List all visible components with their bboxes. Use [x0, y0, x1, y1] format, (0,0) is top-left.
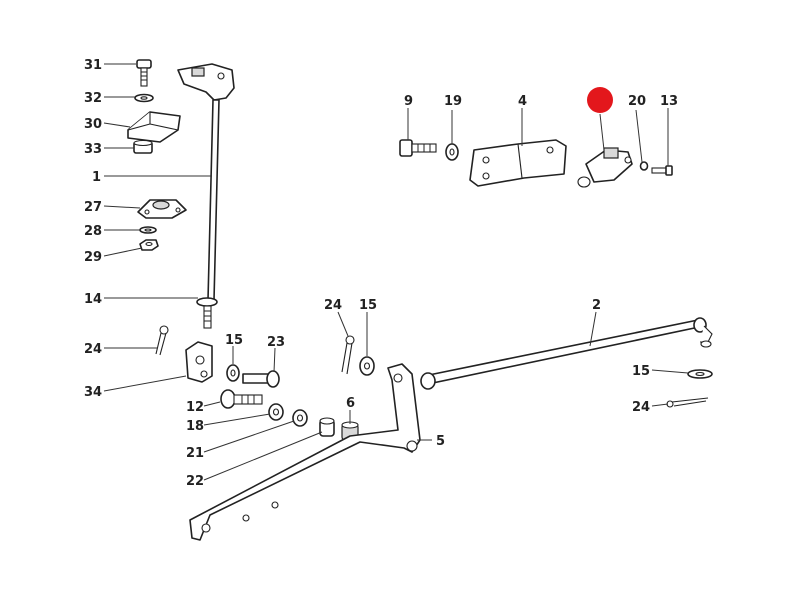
part-31-bolt — [136, 59, 152, 87]
callout-27: 27 — [84, 200, 102, 215]
part-27-mount — [137, 199, 187, 219]
switch-part — [577, 147, 633, 188]
part-24-cotter-pin-left — [155, 325, 169, 356]
callout-13: 13 — [660, 94, 678, 109]
part-18-washer — [268, 403, 284, 421]
callout-5: 5 — [436, 434, 445, 449]
callout-33: 33 — [84, 142, 102, 157]
part-21-washer — [292, 409, 308, 427]
part-2-long-rod — [420, 317, 713, 390]
callout-6: 6 — [346, 396, 355, 411]
callout-21: 21 — [186, 446, 204, 461]
callout-4: 4 — [518, 94, 527, 109]
callout-32: 32 — [84, 91, 102, 106]
leader-lines — [103, 63, 689, 481]
callout-1: 1 — [92, 170, 101, 185]
part-5-lever — [189, 363, 421, 541]
callout-18: 18 — [186, 419, 204, 434]
callout-20: 20 — [628, 94, 646, 109]
callout-12: 12 — [186, 400, 204, 415]
part-30-bracket — [127, 111, 181, 143]
part-1-rod — [177, 63, 235, 329]
part-19-washer — [445, 143, 459, 161]
callout-19: 19 — [444, 94, 462, 109]
part-33-nut — [133, 139, 153, 154]
callout-14: 14 — [84, 292, 102, 307]
callout-2: 2 — [592, 298, 601, 313]
part-29-nut — [139, 239, 159, 251]
part-20-washer — [639, 161, 649, 171]
callout-labels: 31 32 30 33 1 27 28 29 14 24 34 15 23 12… — [84, 58, 678, 489]
callout-22: 22 — [186, 474, 204, 489]
part-24-cotter-pin-middle — [341, 335, 355, 375]
part-13-screw — [651, 165, 673, 176]
callout-15-middle: 15 — [359, 298, 377, 313]
part-15-washer-left — [226, 364, 240, 382]
part-9-bolt — [399, 139, 437, 157]
part-12-bolt — [220, 389, 263, 409]
callout-31: 31 — [84, 58, 102, 73]
part-23-pin — [242, 370, 280, 388]
part-32-washer — [134, 93, 154, 103]
callout-28: 28 — [84, 224, 102, 239]
callout-24-left: 24 — [84, 342, 102, 357]
callout-9: 9 — [404, 94, 413, 109]
callout-34: 34 — [84, 385, 102, 400]
callout-15-left: 15 — [225, 333, 243, 348]
part-15-washer-middle — [359, 356, 375, 376]
part-34-clevis — [185, 341, 213, 383]
part-15-washer-right — [687, 369, 713, 379]
part-24-cotter-pin-right — [666, 397, 709, 408]
callout-29: 29 — [84, 250, 102, 265]
callout-30: 30 — [84, 117, 102, 132]
callout-24-right: 24 — [632, 400, 650, 415]
callout-24-middle: 24 — [324, 298, 342, 313]
callout-23: 23 — [267, 335, 285, 350]
part-22-bushing — [319, 417, 335, 437]
callout-15-right: 15 — [632, 364, 650, 379]
part-28-washer — [139, 226, 157, 234]
highlight-marker — [587, 87, 613, 113]
part-4-plate — [469, 139, 567, 187]
